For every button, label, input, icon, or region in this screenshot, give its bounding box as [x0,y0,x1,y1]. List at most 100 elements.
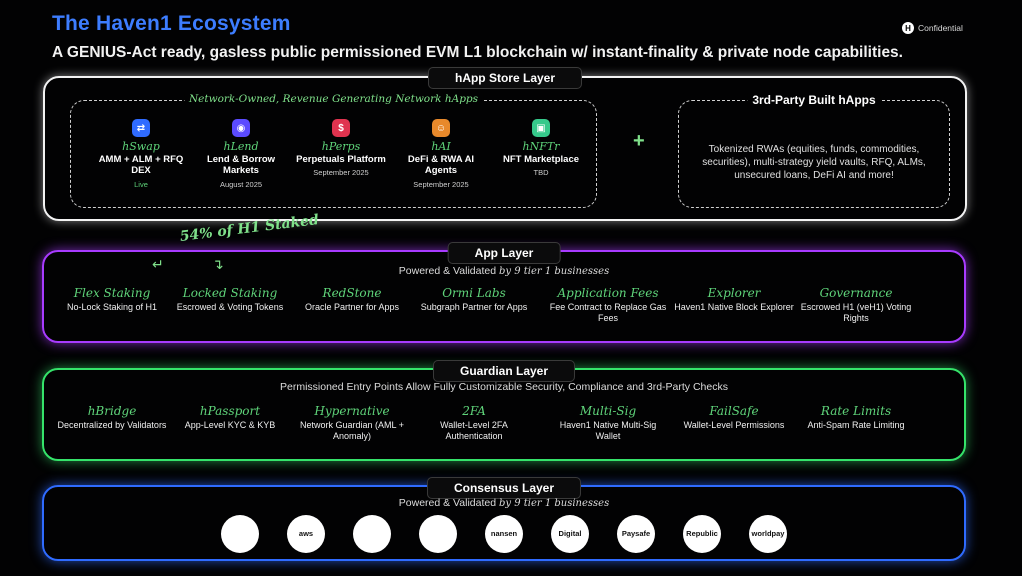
layer-item-name: Governance [819,286,893,300]
third-party-happs-title: 3rd-Party Built hApps [747,93,881,107]
network-happs-title: Network-Owned, Revenue Generating Networ… [183,93,484,105]
layer-item-name: Application Fees [557,286,659,300]
confidential-label: Confidential [918,23,963,33]
layer-item-description: Haven1 Native Block Explorer [674,302,794,312]
layer-item-description: Oracle Partner for Apps [304,302,400,312]
layer-item-description: Wallet-Level Permissions [683,420,785,430]
happ-name: hAI [431,140,451,153]
red-logo [353,515,391,553]
guardian-layer-subtitle: Permissioned Entry Points Allow Fully Cu… [280,381,728,393]
happ-status: TBD [533,168,549,178]
layer-item-description: No-Lock Staking of H1 [66,302,158,312]
hnftr-icon: ▣ [532,119,550,137]
salesforce-logo [221,515,259,553]
third-party-happs-text: Tokenized RWAs (equities, funds, commodi… [702,144,926,181]
layer-item-name: hPassport [199,404,261,418]
network-happs-box: Network-Owned, Revenue Generating Networ… [70,93,597,208]
layer-item-description: Haven1 Native Multi-Sig Wallet [559,420,657,442]
layer-item-name: Explorer [707,286,761,300]
confidential-badge: H Confidential [902,22,963,34]
happ-store-layer: hApp Store Layer Network-Owned, Revenue … [43,67,967,221]
happ-store-layer-label: hApp Store Layer [427,67,583,89]
guardian-layer: Guardian Layer Permissioned Entry Points… [42,360,966,461]
guardian-layer-label: Guardian Layer [432,360,576,382]
happ-description: Perpetuals Platform [296,154,386,165]
hswap-icon: ⇄ [132,119,150,137]
layer-item: 2FA Wallet-Level 2FA Authentication [414,404,534,443]
layer-item-description: Escrowed & Voting Tokens [176,302,284,312]
layer-item-description: Anti-Spam Rate Limiting [807,420,905,430]
happ-status: September 2025 [313,168,369,178]
app-layer: App Layer Powered & Validated by 9 tier … [42,242,966,343]
happ-status: September 2025 [413,179,469,189]
layer-item-name: RedStone [322,286,382,300]
happ-name: hPerps [321,140,361,153]
happ-status: Live [134,179,148,189]
happ-name: hLend [223,140,259,153]
layer-item-description: Subgraph Partner for Apps [420,302,528,312]
digital-logo: Digital [551,515,589,553]
layer-item-name: 2FA [462,404,486,418]
layer-item-name: Hypernative [314,404,390,418]
blockdaemon-logo [419,515,457,553]
page-subtitle: A GENIUS-Act ready, gasless public permi… [52,44,903,61]
haven1-icon: H [902,22,914,34]
consensus-layer-label: Consensus Layer [426,477,582,499]
layer-item-description: Fee Contract to Replace Gas Fees [549,302,667,324]
consensus-layer-subtitle: Powered & Validated by 9 tier 1 business… [398,497,610,509]
third-party-happs-box: 3rd-Party Built hApps Tokenized RWAs (eq… [678,93,950,208]
layer-item-name: Flex Staking [73,286,151,300]
curved-arrow-left-icon: ↵ [152,256,164,272]
happ-description: DeFi & RWA AI Agents [407,154,475,177]
worldpay-logo: worldpay [749,515,787,553]
happ-status: August 2025 [219,179,263,189]
app-layer-label: App Layer [447,242,561,264]
page-title: The Haven1 Ecosystem [52,12,291,35]
happ-name: hNFTr [522,140,560,153]
layer-item-name: Rate Limits [820,404,892,418]
hai-icon: ☺ [432,119,450,137]
layer-item-description: Escrowed H1 (veH1) Voting Rights [800,302,912,324]
layer-item-description: Decentralized by Validators [57,420,167,430]
consensus-layer: Consensus Layer Powered & Validated by 9… [42,477,966,561]
layer-item-name: Ormi Labs [442,286,506,300]
plus-icon: + [633,130,645,152]
paysafe-logo: Paysafe [617,515,655,553]
aws-logo: aws [287,515,325,553]
layer-item-name: hBridge [87,404,137,418]
layer-item-description: Wallet-Level 2FA Authentication [440,420,508,442]
hlend-icon: ◉ [232,119,250,137]
curved-arrow-right-icon: ↴ [212,256,224,272]
layer-item-name: FailSafe [709,404,759,418]
happ-description: AMM + ALM + RFQ DEX [98,154,184,177]
layer-item-description: Network Guardian (AML + Anomaly) [300,420,404,442]
layer-item-name: Multi-Sig [579,404,637,418]
happ-description: NFT Marketplace [502,154,580,165]
happ-name: hSwap [122,140,160,153]
nansen-logo: nansen [485,515,523,553]
happ-description: Lend & Borrow Markets [206,154,276,177]
app-layer-subtitle: Powered & Validated by 9 tier 1 business… [398,265,610,277]
hperps-icon: $ [332,119,350,137]
layer-item-description: App-Level KYC & KYB [184,420,276,430]
republic-logo: Republic [683,515,721,553]
layer-item-name: Locked Staking [182,286,278,300]
